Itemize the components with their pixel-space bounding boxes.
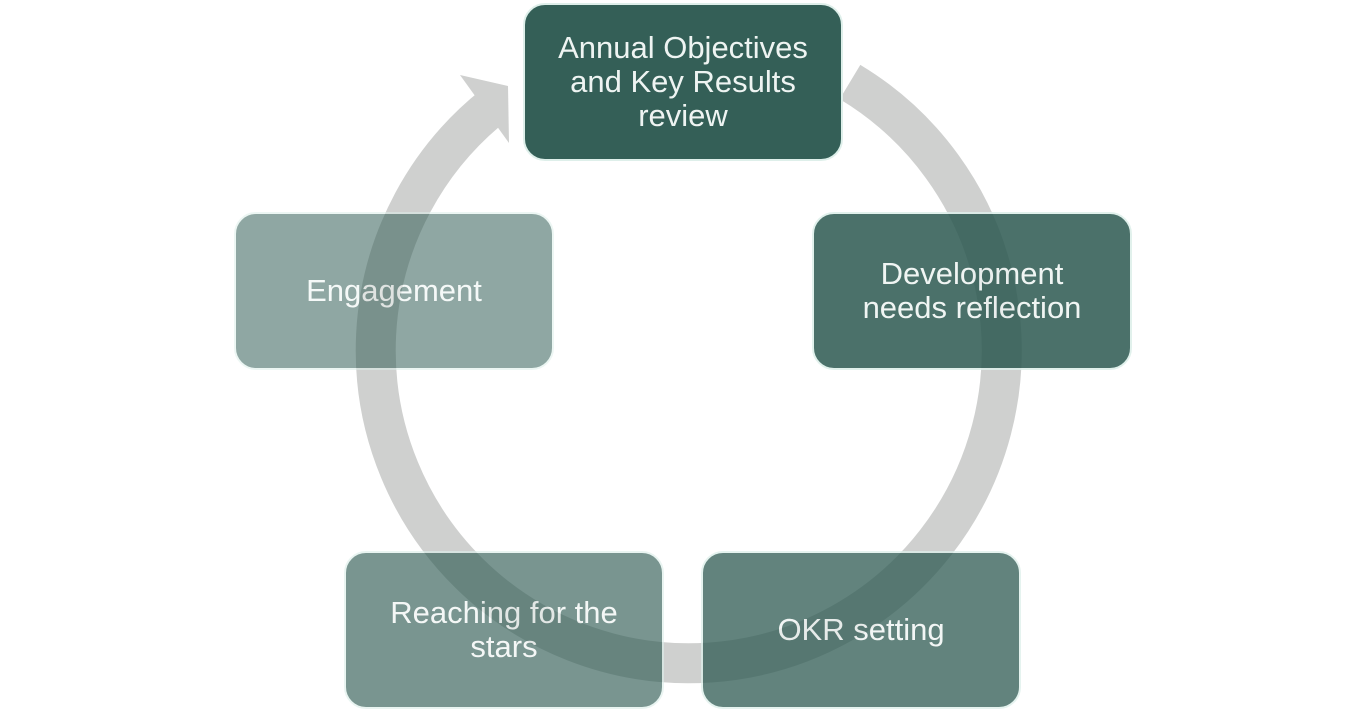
step-annual-okr-review: Annual Objectives and Key Results review [523, 3, 843, 161]
cycle-arrowhead [460, 75, 509, 143]
step-reaching-for-stars: Reaching for the stars [344, 551, 664, 709]
step-okr-setting: OKR setting [701, 551, 1021, 709]
step-label: OKR setting [777, 612, 945, 647]
step-label: Annual Objectives and Key Results review [558, 30, 808, 133]
step-development-needs: Development needs reflection [812, 212, 1132, 370]
step-label: Engagement [306, 273, 482, 308]
step-label: Reaching for the stars [390, 595, 618, 664]
step-engagement: Engagement [234, 212, 554, 370]
step-label: Development needs reflection [862, 256, 1082, 325]
